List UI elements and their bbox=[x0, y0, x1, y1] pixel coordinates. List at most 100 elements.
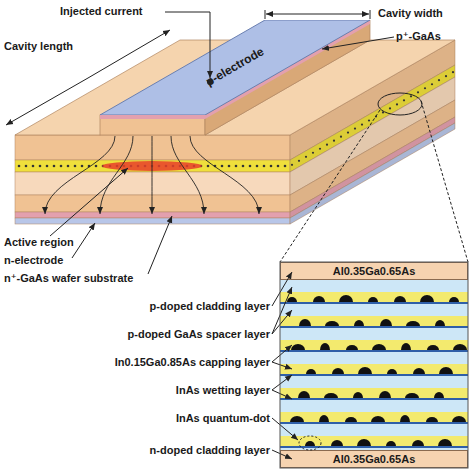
n-electrode-layer-front bbox=[15, 218, 290, 224]
wetting-layer bbox=[280, 446, 468, 448]
part-label: InAs wetting layer bbox=[176, 384, 270, 397]
quantum-dot bbox=[290, 416, 304, 422]
zoom-line bbox=[421, 101, 468, 262]
gaas-spacer-layer bbox=[280, 304, 468, 316]
dot-pattern bbox=[18, 165, 21, 168]
dot-pattern bbox=[340, 136, 342, 138]
upper-cladding-front bbox=[15, 135, 290, 160]
dot-pattern bbox=[95, 165, 98, 168]
quantum-dot bbox=[439, 367, 453, 374]
dot-pattern bbox=[74, 165, 77, 168]
quantum-dot bbox=[313, 296, 325, 302]
node-text: Al0.35Ga0.65As bbox=[333, 453, 416, 466]
dot-pattern bbox=[67, 165, 70, 168]
leader-line bbox=[272, 362, 292, 369]
quantum-dot bbox=[368, 297, 378, 302]
dot-pattern bbox=[431, 83, 433, 85]
dot-pattern bbox=[291, 164, 293, 166]
quantum-dot bbox=[379, 391, 391, 398]
dot-pattern bbox=[389, 107, 391, 109]
current-line bbox=[152, 136, 153, 214]
gaas-spacer-layer bbox=[280, 328, 468, 340]
dimension-arrow bbox=[318, 14, 369, 15]
leader-line bbox=[272, 287, 292, 334]
quantum-dot bbox=[354, 320, 364, 326]
part-label: Active region bbox=[4, 236, 74, 249]
dot-pattern bbox=[375, 115, 377, 117]
zoom-line bbox=[280, 110, 380, 262]
quantum-dot bbox=[357, 439, 371, 446]
leader-line bbox=[322, 37, 394, 49]
quantum-dot bbox=[380, 319, 392, 326]
dot-pattern bbox=[319, 148, 321, 150]
p-electrode-strip: p-electrode bbox=[100, 20, 370, 115]
ridge-front bbox=[100, 115, 205, 135]
part-label: Cavity width bbox=[378, 7, 443, 20]
gaas-spacer-layer bbox=[280, 280, 468, 292]
dot-pattern bbox=[81, 165, 84, 168]
capping-layer bbox=[280, 412, 468, 422]
gaas-spacer-layer bbox=[280, 424, 468, 436]
part-label: n⁺-GaAs wafer substrate bbox=[4, 272, 133, 285]
part-label: p-doped GaAs spacer layer bbox=[128, 328, 270, 341]
dot-pattern bbox=[396, 103, 398, 105]
quantum-dot bbox=[406, 321, 420, 326]
wetting-layer bbox=[280, 350, 468, 352]
dot-pattern bbox=[263, 165, 266, 168]
leader-line bbox=[272, 418, 298, 440]
part-label: n-doped cladding layer bbox=[150, 444, 270, 457]
quantum-dot bbox=[438, 439, 452, 446]
quantum-dot bbox=[331, 440, 343, 446]
cladding-band: Al0.35Ga0.65As bbox=[280, 262, 468, 280]
quantum-dot bbox=[394, 296, 406, 302]
capping-layer bbox=[280, 388, 468, 398]
dot-pattern bbox=[256, 165, 259, 168]
dimension-arrow bbox=[88, 30, 170, 78]
part-label: Cavity length bbox=[4, 40, 73, 53]
dimension-tick bbox=[370, 10, 371, 19]
quantum-dot bbox=[339, 295, 353, 302]
dot-pattern bbox=[53, 165, 56, 168]
quantum-dot bbox=[453, 344, 467, 350]
substrate-front bbox=[15, 195, 290, 212]
quantum-dot bbox=[413, 368, 425, 374]
wetting-layer bbox=[280, 422, 468, 424]
dot-pattern bbox=[382, 111, 384, 113]
quantum-dot bbox=[434, 392, 444, 398]
dot-pattern bbox=[277, 165, 280, 168]
dimension-tick bbox=[265, 10, 266, 19]
quantum-dot bbox=[299, 319, 311, 326]
quantum-dot bbox=[298, 391, 310, 398]
dot-pattern bbox=[284, 165, 287, 168]
quantum-dot bbox=[412, 440, 424, 446]
current-line bbox=[100, 136, 133, 214]
part-label: In0.15Ga0.85As capping layer bbox=[115, 356, 270, 369]
gaas-spacer-layer bbox=[280, 352, 468, 364]
dot-pattern bbox=[270, 165, 273, 168]
leader-line bbox=[148, 216, 172, 274]
dot-pattern bbox=[424, 87, 426, 89]
quantum-dot bbox=[287, 297, 297, 302]
dot-pattern bbox=[298, 160, 300, 162]
dot-pattern bbox=[32, 165, 35, 168]
dot-pattern bbox=[354, 127, 356, 129]
dot-pattern bbox=[242, 165, 245, 168]
part-label: p-doped cladding layer bbox=[150, 300, 270, 313]
dot-pattern bbox=[347, 132, 349, 134]
wetting-layer bbox=[280, 326, 468, 328]
dot-pattern bbox=[333, 140, 335, 142]
quantum-dot bbox=[427, 345, 439, 350]
part-label: p⁺-GaAs bbox=[396, 30, 441, 43]
quantum-dot bbox=[426, 417, 438, 422]
capping-layer bbox=[280, 340, 468, 350]
dot-pattern bbox=[60, 165, 63, 168]
current-line bbox=[171, 136, 204, 214]
dot-pattern bbox=[438, 79, 440, 81]
quantum-dot bbox=[420, 295, 434, 302]
dot-pattern bbox=[228, 165, 231, 168]
quantum-dot bbox=[400, 415, 410, 422]
leader-line bbox=[272, 310, 292, 334]
quantum-dot bbox=[332, 368, 344, 374]
dimension-arrow bbox=[266, 14, 318, 15]
